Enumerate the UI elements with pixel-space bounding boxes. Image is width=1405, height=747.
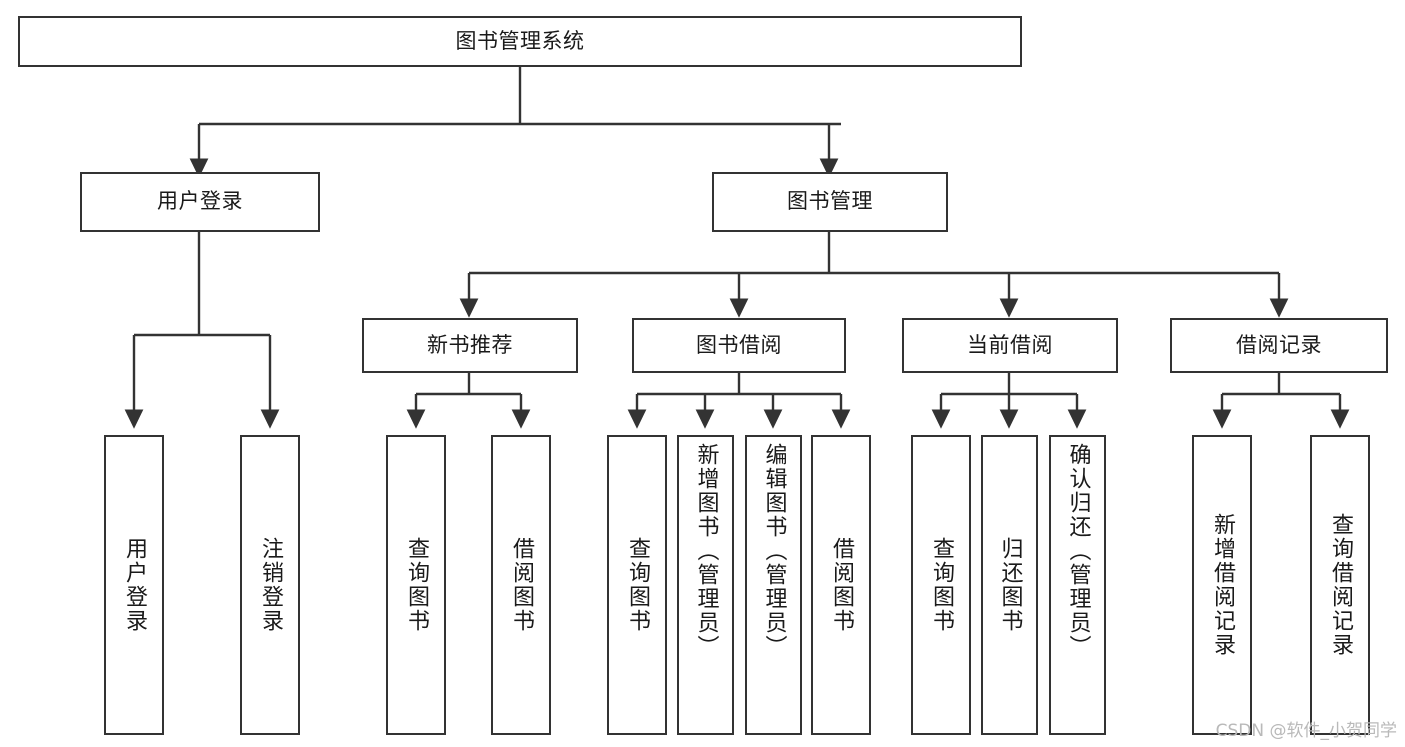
node-borrow-record[interactable]: 借阅记录	[1170, 318, 1388, 373]
node-book-management[interactable]: 图书管理	[712, 172, 948, 232]
node-label: 查询图书	[928, 537, 954, 633]
node-label: 注销登录	[257, 537, 283, 633]
node-label: 当前借阅	[967, 332, 1053, 357]
leaf-user-login-login[interactable]: 用户登录	[104, 435, 164, 735]
node-label: 借阅图书	[508, 537, 534, 633]
node-label: 新书推荐	[427, 332, 513, 357]
leaf-recommend-query-book[interactable]: 查询图书	[386, 435, 446, 735]
leaf-record-add-borrow-record[interactable]: 新增借阅记录	[1192, 435, 1252, 735]
leaf-user-login-logout[interactable]: 注销登录	[240, 435, 300, 735]
node-book-borrow[interactable]: 图书借阅	[632, 318, 846, 373]
leaf-current-confirm-return-admin[interactable]: 确认归还（管理员）	[1049, 435, 1106, 735]
node-label: 新增图书（管理员）	[693, 443, 719, 659]
node-user-login[interactable]: 用户登录	[80, 172, 320, 232]
node-current-borrow[interactable]: 当前借阅	[902, 318, 1118, 373]
node-label: 用户登录	[121, 537, 147, 633]
leaf-record-query-borrow-record[interactable]: 查询借阅记录	[1310, 435, 1370, 735]
node-label: 借阅记录	[1236, 332, 1322, 357]
leaf-borrow-borrow-book[interactable]: 借阅图书	[811, 435, 871, 735]
leaf-recommend-borrow-book[interactable]: 借阅图书	[491, 435, 551, 735]
node-label: 图书管理系统	[455, 28, 585, 53]
node-label: 借阅图书	[828, 537, 854, 633]
node-label: 归还图书	[997, 537, 1023, 633]
node-label: 图书借阅	[696, 332, 782, 357]
leaf-current-return-book[interactable]: 归还图书	[981, 435, 1038, 735]
node-label: 图书管理	[787, 189, 873, 214]
node-label: 查询图书	[624, 537, 650, 633]
leaf-borrow-add-book-admin[interactable]: 新增图书（管理员）	[677, 435, 734, 735]
node-label: 查询图书	[403, 537, 429, 633]
leaf-borrow-edit-book-admin[interactable]: 编辑图书（管理员）	[745, 435, 802, 735]
leaf-borrow-query-book[interactable]: 查询图书	[607, 435, 667, 735]
leaf-current-query-book[interactable]: 查询图书	[911, 435, 971, 735]
node-new-book-recommend[interactable]: 新书推荐	[362, 318, 578, 373]
node-label: 查询借阅记录	[1327, 513, 1353, 657]
node-label: 新增借阅记录	[1209, 513, 1235, 657]
node-label: 编辑图书（管理员）	[761, 443, 787, 659]
node-label: 用户登录	[157, 189, 243, 214]
node-label: 确认归还（管理员）	[1065, 443, 1091, 659]
watermark-text: CSDN @软件_小贺同学	[1215, 721, 1397, 741]
node-root-book-management-system[interactable]: 图书管理系统	[18, 16, 1022, 67]
